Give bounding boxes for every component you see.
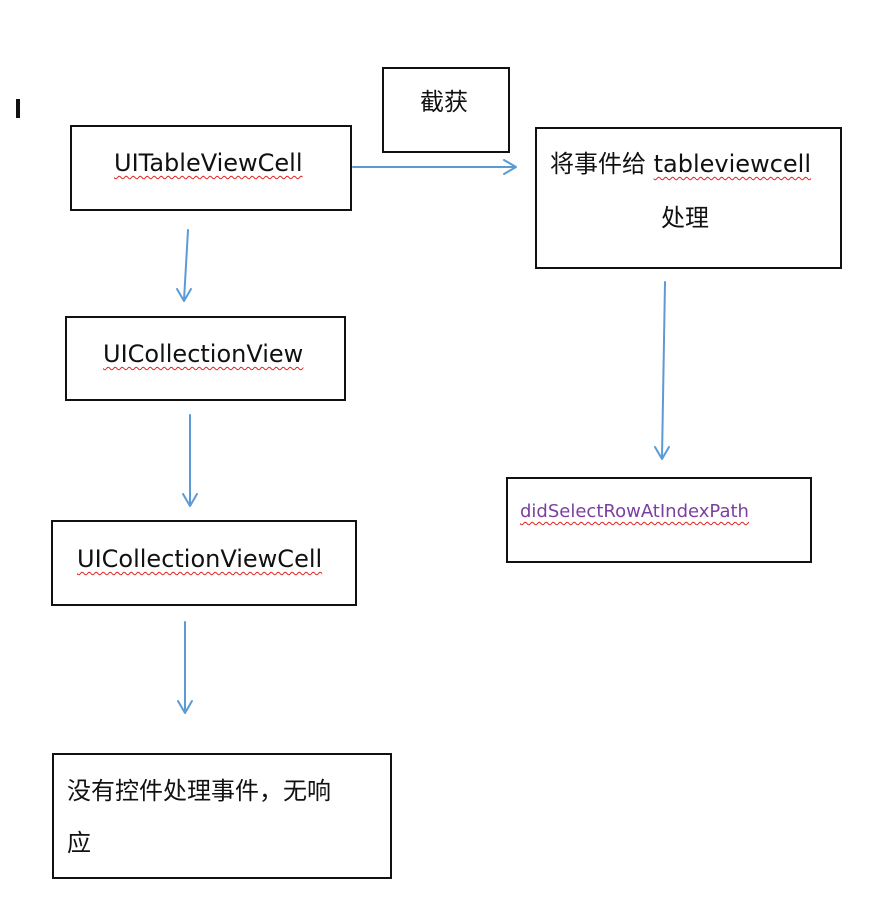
didselect-box: didSelectRowAtIndexPath (506, 477, 812, 563)
intercept-label: 截获 (420, 88, 468, 116)
arrow-tablecell-to-handoff (352, 159, 517, 175)
uicollectionviewcell-label: UICollectionViewCell (77, 545, 323, 573)
uicollectionview-label: UICollectionView (103, 340, 304, 368)
handoff-word: tableviewcell (653, 150, 811, 178)
no-response-box: 没有控件处理事件，无响 应 (52, 753, 392, 879)
didselect-label: didSelectRowAtIndexPath (520, 501, 749, 522)
no-response-line1: 没有控件处理事件，无响 (67, 777, 331, 805)
arrow-collectioncell-to-noresponse (177, 621, 193, 714)
handoff-box: 将事件给 tableviewcell 处理 (535, 127, 842, 269)
uitableviewcell-box: UITableViewCell (70, 125, 352, 211)
handoff-line2: 处理 (661, 204, 709, 232)
uicollectionviewcell-box: UICollectionViewCell (51, 520, 357, 606)
handoff-line1: 将事件给 tableviewcell (550, 152, 811, 176)
uitableviewcell-label: UITableViewCell (114, 149, 303, 177)
intercept-box: 截获 (382, 67, 510, 153)
text-cursor (16, 99, 20, 118)
arrow-handoff-to-didselect (654, 281, 670, 460)
arrow-collectionview-to-collectioncell (182, 414, 198, 507)
uicollectionview-box: UICollectionView (65, 316, 346, 401)
no-response-line2: 应 (67, 829, 91, 857)
arrow-tablecell-to-collectionview (176, 229, 192, 302)
handoff-prefix: 将事件给 (550, 150, 654, 178)
